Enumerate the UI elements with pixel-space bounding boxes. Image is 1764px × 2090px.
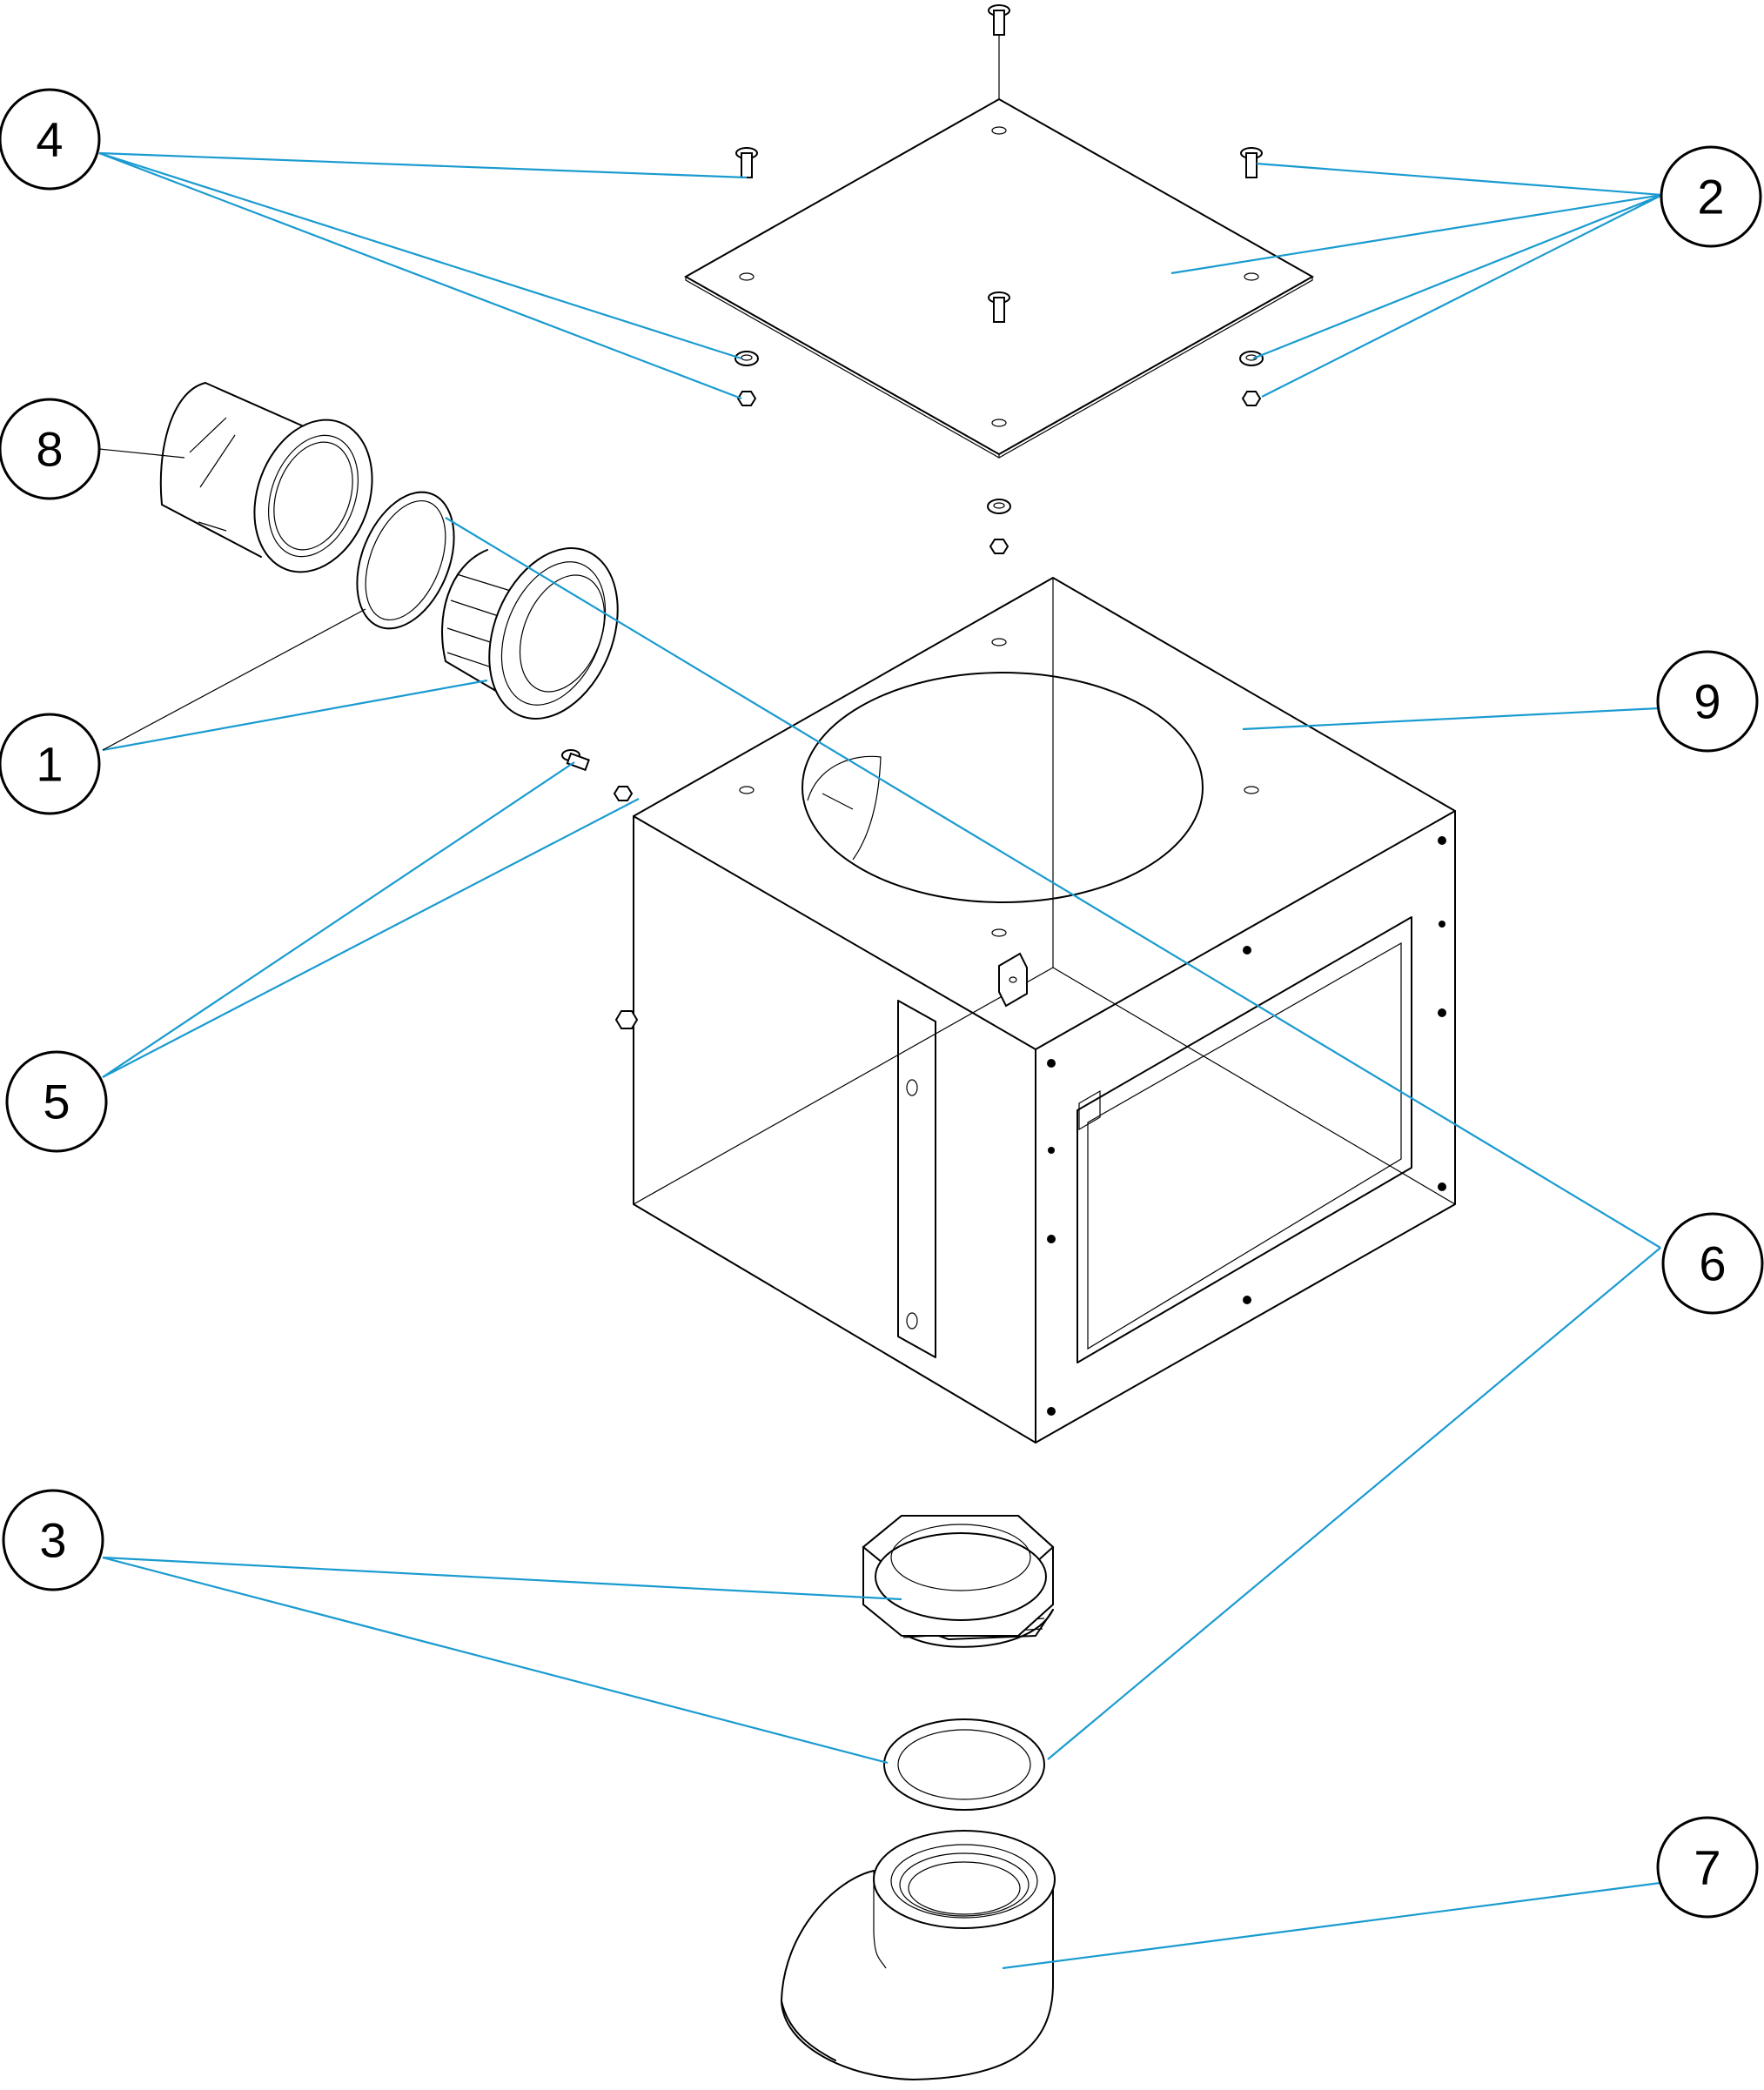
callout-label-1: 1 xyxy=(36,737,63,792)
callout-label-3: 3 xyxy=(39,1513,66,1568)
callout-5[interactable]: 5 xyxy=(5,1050,108,1153)
plate-screw-center xyxy=(988,291,1010,323)
o-ring xyxy=(883,1718,1045,1811)
leader-lines xyxy=(98,151,1663,1970)
threaded-fitting xyxy=(441,547,619,720)
callout-3[interactable]: 3 xyxy=(2,1489,104,1591)
washers-nuts xyxy=(734,351,1264,554)
plate-screw-right xyxy=(1240,147,1263,178)
small-screw-nut xyxy=(561,749,634,801)
callout-label-9: 9 xyxy=(1694,674,1720,729)
callout-label-5: 5 xyxy=(43,1075,70,1129)
callout-label-6: 6 xyxy=(1699,1236,1726,1291)
elbow-fitting xyxy=(781,1830,1056,2080)
plate-screw-left xyxy=(735,147,758,178)
main-box xyxy=(614,577,1456,1444)
callout-label-4: 4 xyxy=(36,112,63,167)
callout-6[interactable]: 6 xyxy=(1661,1212,1764,1315)
adapter-fitting xyxy=(159,382,373,573)
callout-1[interactable]: 1 xyxy=(0,713,101,815)
callout-label-7: 7 xyxy=(1694,1840,1720,1895)
gasket-ring xyxy=(356,491,455,630)
callout-9[interactable]: 9 xyxy=(1656,650,1759,753)
callout-8[interactable]: 8 xyxy=(0,398,101,500)
callout-7[interactable]: 7 xyxy=(1656,1816,1759,1919)
callout-label-2: 2 xyxy=(1697,170,1724,224)
callout-label-8: 8 xyxy=(36,422,63,477)
callout-2[interactable]: 2 xyxy=(1660,145,1762,248)
hex-bushing xyxy=(862,1515,1055,1648)
callout-4[interactable]: 4 xyxy=(0,88,101,191)
cover-plate xyxy=(683,97,1315,459)
plate-screw-top xyxy=(988,4,1010,99)
